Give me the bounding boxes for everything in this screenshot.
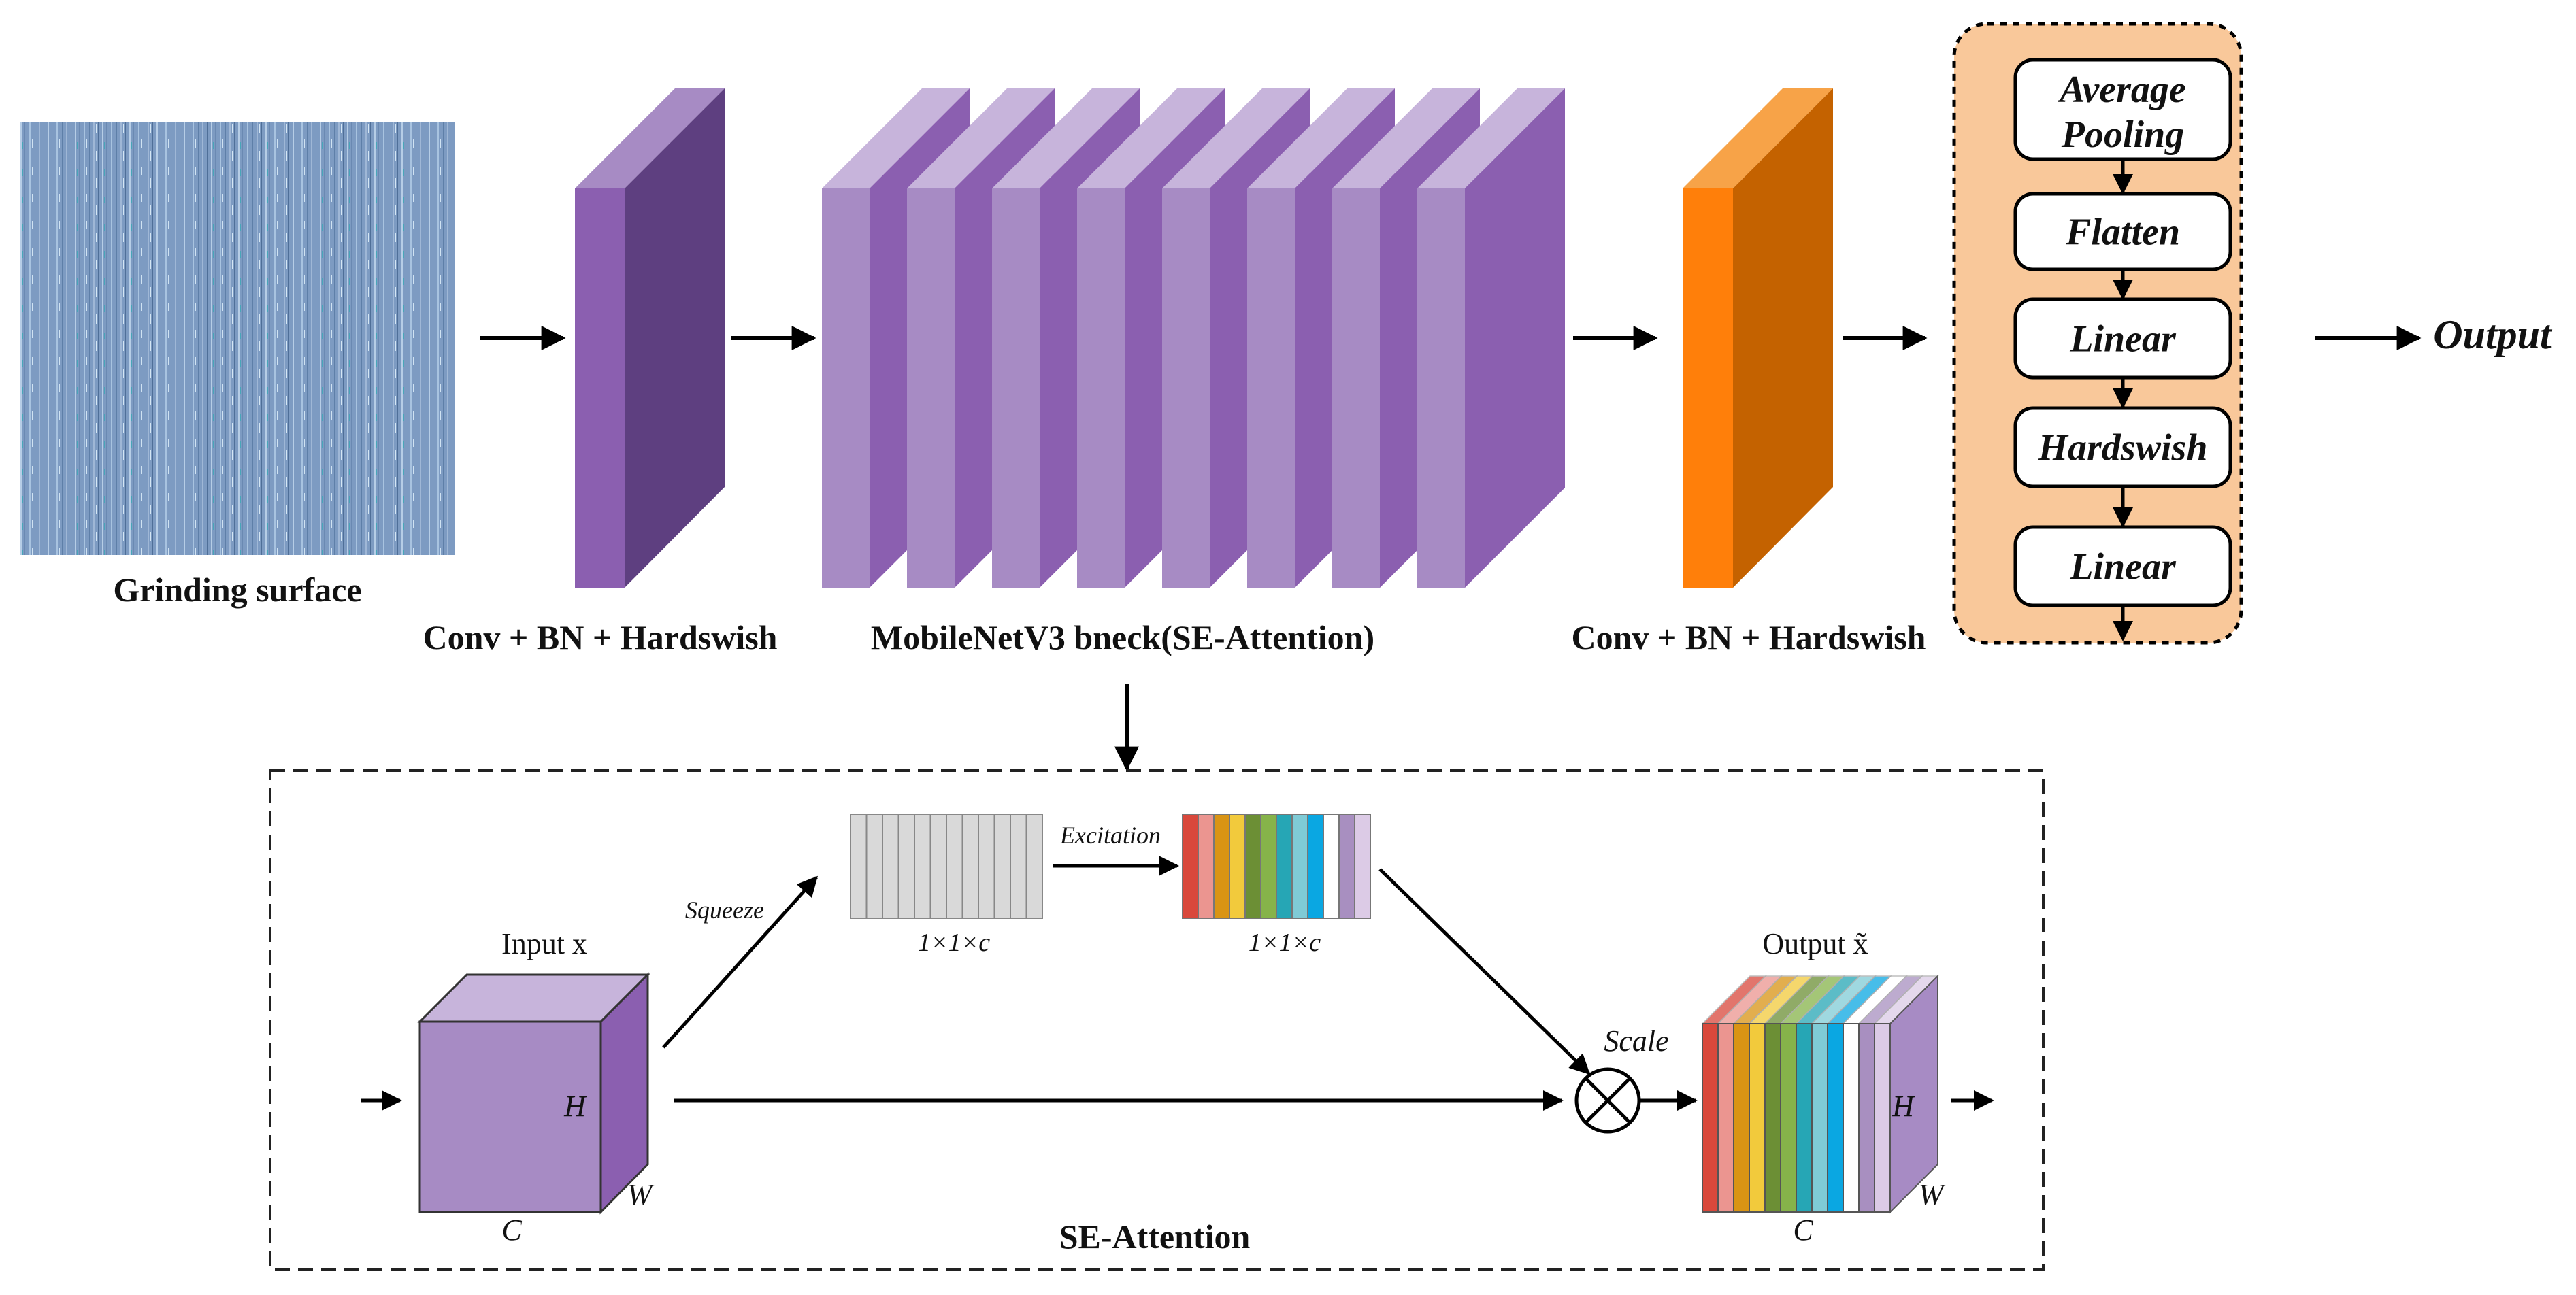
output-slice [1717,1023,1734,1213]
squeeze-cell [961,814,979,919]
input-cube [417,972,650,1215]
output-label: Output [2433,312,2553,357]
squeeze-cell [865,814,883,919]
stage1-label: Conv + BN + Hardswish [423,618,778,656]
excitation-cell [1307,814,1324,919]
head-block-5: Linear [2013,525,2232,607]
se-attention-panel [269,769,2045,1271]
squeeze-label: Squeeze [685,896,764,924]
head-block-label: Average [2058,69,2186,111]
excitation-cell [1198,814,1215,919]
output-h-label: H [1892,1090,1915,1123]
output-slice [1874,1023,1891,1213]
head-block-label: Linear [2069,546,2177,588]
head-block-4: Hardswish [2013,406,2232,488]
excitation-cell [1323,814,1340,919]
stage2-label: MobileNetV3 bneck(SE-Attention) [871,618,1374,656]
output-slice [1811,1023,1828,1213]
output-slice [1796,1023,1813,1213]
output-slice [1780,1023,1797,1213]
input-x-label: Input x [501,927,587,960]
scale-arrow [1378,868,1591,1075]
squeeze-cell [1010,814,1027,919]
vec-label-2: 1×1×c [1249,928,1321,957]
squeeze-cell [993,814,1011,919]
output-c-label: C [1793,1213,1813,1247]
excitation-cell [1276,814,1293,919]
squeeze-cell [882,814,899,919]
excitation-cell [1291,814,1308,919]
input-c-label: C [501,1213,522,1247]
multiply-icon [1574,1067,1641,1134]
scale-label: Scale [1604,1024,1668,1058]
input-w-label: W [627,1178,655,1211]
stage3-label: Conv + BN + Hardswish [1572,618,1926,656]
bneck-layer-8 [1417,88,1565,588]
excitation-cell [1213,814,1230,919]
head-block-label: Pooling [2061,114,2184,156]
grinding-surface-image [20,122,455,555]
excitation-cell [1260,814,1277,919]
squeeze-cell [929,814,947,919]
squeeze-vector [850,814,1043,919]
squeeze-arrow [662,875,819,1049]
output-slice [1858,1023,1875,1213]
conv-block-2 [1683,88,1833,588]
excitation-cell [1229,814,1246,919]
output-slice [1843,1023,1860,1213]
squeeze-cell [946,814,963,919]
grinding-surface-label: Grinding surface [113,571,361,609]
output-slice [1702,1023,1719,1213]
output-slice [1827,1023,1844,1213]
squeeze-cell [850,814,868,919]
output-cube-side [1889,974,1938,1214]
se-attention-title: SE-Attention [1059,1217,1251,1256]
squeeze-cell [978,814,995,919]
output-cube [1701,974,1939,1214]
excitation-cell [1244,814,1261,919]
head-block-label: Flatten [2065,212,2180,254]
head-block-3: Linear [2013,297,2232,380]
excitation-cell [1338,814,1355,919]
output-slice [1749,1023,1766,1213]
squeeze-cell [1025,814,1043,919]
output-slice [1733,1023,1750,1213]
input-h-label: H [563,1090,587,1123]
classifier-head-blocks: AveragePoolingFlattenLinearHardswishLine… [2013,58,2232,641]
output-x-label: Output x̃ [1762,927,1868,960]
bneck-stack [822,88,1565,588]
excitation-label: Excitation [1059,822,1161,849]
squeeze-cell [897,814,915,919]
head-block-label: Linear [2069,318,2177,360]
excitation-vector [1182,814,1371,919]
head-block-label: Hardswish [2038,427,2208,469]
output-w-label: W [1919,1178,1946,1211]
conv-block-1 [575,88,725,588]
output-slice [1764,1023,1781,1213]
excitation-cell [1182,814,1199,919]
head-block-2: Flatten [2013,192,2232,271]
squeeze-cell [914,814,931,919]
vec-label-1: 1×1×c [918,928,990,957]
excitation-cell [1354,814,1371,919]
